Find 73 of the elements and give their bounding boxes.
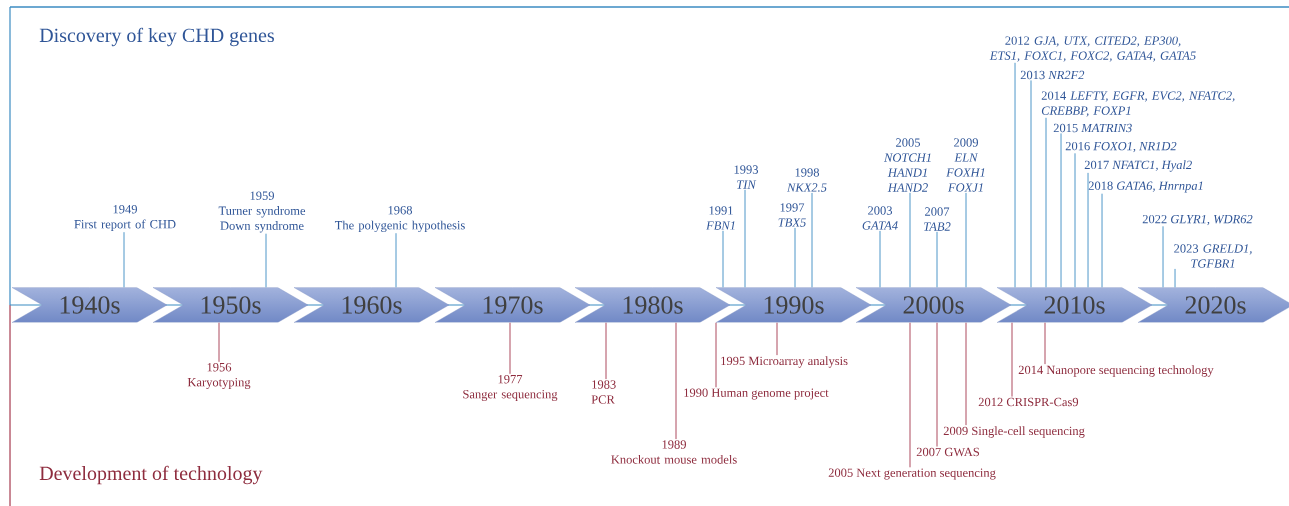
leader-line bbox=[1162, 225, 1164, 288]
timeline-label: 1977 Sanger sequencing bbox=[463, 375, 558, 401]
leader-line bbox=[1101, 193, 1103, 288]
decade-segment: 1950s bbox=[152, 287, 309, 323]
timeline-label: 1997 TBX5 bbox=[778, 203, 806, 227]
leader-line bbox=[675, 322, 677, 440]
leader-line bbox=[776, 322, 778, 356]
leader-line bbox=[909, 322, 911, 468]
timeline-label: 1998 NKX2.5 bbox=[786, 168, 827, 192]
timeline-label: 2009 ELN FOXH1 FOXJ1 bbox=[946, 138, 985, 192]
timeline-label: 2003 GATA4 bbox=[862, 206, 898, 230]
timeline-label: 2017 NFATC1, Hyal2 bbox=[1084, 160, 1192, 172]
timeline-label: 2022 GLYR1, WDR62 bbox=[1142, 214, 1253, 226]
leader-line bbox=[722, 230, 724, 288]
decade-segment: 2020s bbox=[1137, 287, 1289, 323]
leader-line bbox=[123, 231, 125, 288]
leader-line bbox=[965, 322, 967, 426]
timeline-label: 2009 Single-cell sequencing bbox=[943, 426, 1085, 438]
leader-line bbox=[909, 192, 911, 288]
timeline-label: 1991 FBN1 bbox=[706, 206, 735, 230]
leader-line bbox=[218, 322, 220, 363]
decade-segment: 1980s bbox=[574, 287, 731, 323]
timeline-label: 2012 GJA, UTX, CITED2, EP300, ETS1, FOXC1, FOXC2, GATA4, GATA5 bbox=[989, 36, 1196, 62]
timeline-label: 2014 LEFTY, EGFR, EVC2, NFATC2, CREBBP, FOXP1 bbox=[1041, 91, 1235, 117]
timeline-label: 2015 MATRIN3 bbox=[1053, 123, 1132, 133]
leader-line bbox=[744, 189, 746, 288]
timeline-label: 2013 NR2F2 bbox=[1020, 70, 1085, 80]
leader-line bbox=[1074, 152, 1076, 288]
decade-segment: 1940s bbox=[11, 287, 168, 323]
timeline-label: 1959 Turner syndrome Down syndrome bbox=[218, 191, 306, 233]
timeline-label: 1995 Microarray analysis bbox=[721, 356, 848, 368]
leader-line bbox=[1060, 132, 1062, 288]
leader-line bbox=[936, 231, 938, 288]
timeline-label: 2023 GRELD1, TGFBR1 bbox=[1174, 244, 1252, 268]
leader-line bbox=[879, 230, 881, 288]
timeline-label: 2012 CRISPR-Cas9 bbox=[978, 397, 1079, 407]
timeline-label: 1956 Karyotyping bbox=[187, 363, 251, 389]
timeline-label: 2018 GATA6, Hnrnpa1 bbox=[1088, 181, 1203, 193]
leader-line bbox=[605, 322, 607, 380]
timeline-label: 2007 TAB2 bbox=[924, 207, 951, 231]
leader-line bbox=[1045, 117, 1047, 288]
timeline-label: 1968 The polygenic hypothesis bbox=[334, 206, 465, 232]
timeline-label: 2016 FOXO1, NR1D2 bbox=[1065, 141, 1177, 153]
decade-segment: 1970s bbox=[434, 287, 591, 323]
timeline-label: 2007 GWAS bbox=[916, 447, 979, 457]
timeline-label: 1949 First report of CHD bbox=[74, 205, 176, 231]
timeline-label: 2005 NOTCH1 HAND1 HAND2 bbox=[883, 138, 931, 192]
leader-line bbox=[1174, 268, 1176, 288]
leader-line bbox=[1044, 322, 1046, 365]
leader-line bbox=[265, 233, 267, 288]
decade-segment: 2010s bbox=[996, 287, 1153, 323]
section-heading: Discovery of key CHD genes bbox=[39, 27, 274, 47]
leader-line bbox=[811, 192, 813, 288]
decade-segment: 1990s bbox=[715, 287, 872, 323]
leader-line bbox=[1087, 172, 1089, 288]
leader-line bbox=[395, 232, 397, 288]
leader-line bbox=[509, 322, 511, 375]
decade-segment: 2000s bbox=[855, 287, 1012, 323]
leader-line bbox=[965, 192, 967, 288]
leader-line bbox=[936, 322, 938, 447]
timeline-label: 1983 PCR bbox=[591, 380, 616, 404]
section-heading: Development of technology bbox=[39, 465, 263, 485]
timeline-label: 1990 Human genome project bbox=[684, 388, 829, 400]
leader-line bbox=[1030, 79, 1032, 288]
timeline-label: 1993 TIN bbox=[734, 165, 758, 189]
timeline-label: 2014 Nanopore sequencing technology bbox=[1018, 365, 1214, 377]
timeline-label: 2005 Next generation sequencing bbox=[828, 468, 996, 480]
decade-segment: 1960s bbox=[293, 287, 450, 323]
timeline-label: 1989 Knockout mouse models bbox=[611, 440, 737, 464]
leader-line bbox=[1014, 62, 1016, 288]
leader-line bbox=[794, 227, 796, 288]
leader-line bbox=[1011, 322, 1013, 398]
leader-line bbox=[715, 322, 717, 388]
